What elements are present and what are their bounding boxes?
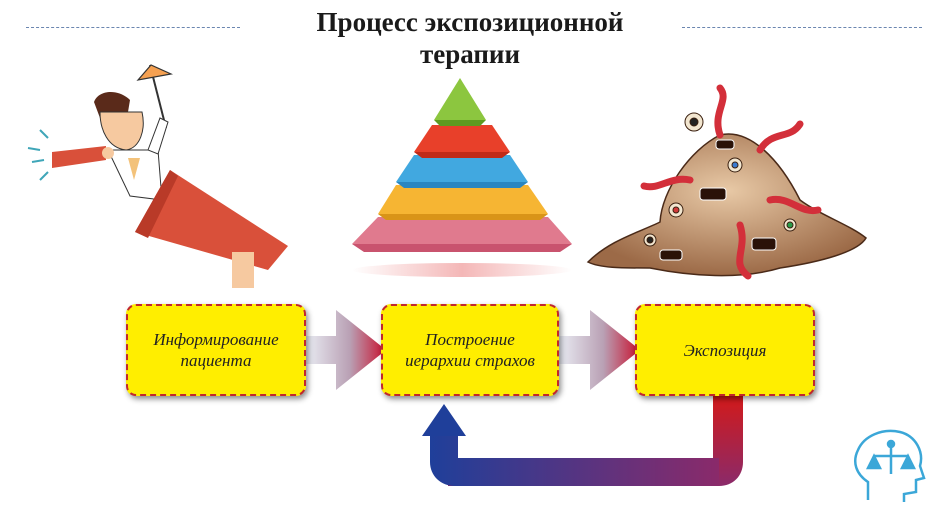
step-label-line-2: пациента — [180, 351, 252, 370]
step-label-line-1: Построение — [425, 330, 515, 349]
megaphone-person-icon — [27, 64, 288, 288]
title-divider-right — [682, 27, 922, 28]
pyramid-icon — [352, 78, 572, 277]
step-box-hierarchy: Построение иерархии страхов — [381, 304, 559, 396]
monster-pile-icon — [586, 84, 867, 280]
step-box-informing: Информирование пациента — [126, 304, 306, 396]
arrow-step-1-to-2 — [306, 310, 386, 390]
arrow-step-2-to-3 — [559, 310, 640, 390]
step-label-line-1: Информирование — [153, 330, 279, 349]
head-scales-logo-icon — [854, 429, 926, 502]
step-box-exposure: Экспозиция — [635, 304, 815, 396]
page-title: Процесс экспозиционной терапии — [250, 6, 690, 70]
step-label-line-1: Экспозиция — [683, 340, 767, 360]
feedback-loop-arrow — [422, 396, 743, 486]
title-divider-left — [26, 27, 240, 28]
page-title-line-1: Процесс экспозиционной — [316, 7, 624, 37]
page-title-line-2: терапии — [419, 39, 521, 69]
step-label-line-2: иерархии страхов — [405, 351, 535, 370]
